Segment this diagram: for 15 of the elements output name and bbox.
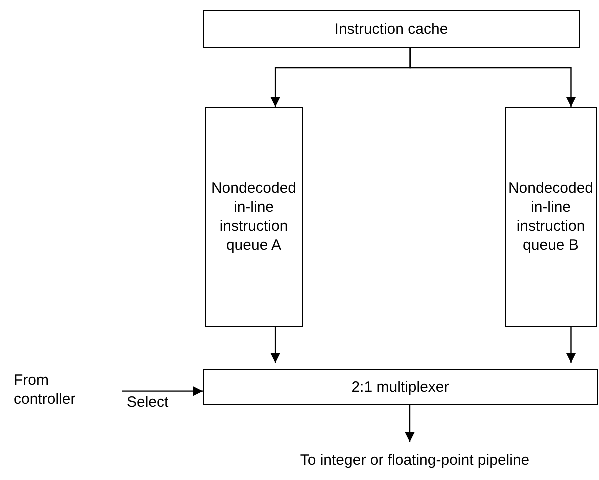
arrow xyxy=(566,327,576,363)
arrow xyxy=(270,327,281,363)
box-label: Nondecoded in-line instruction queue A xyxy=(210,179,298,255)
multiplexer-box xyxy=(203,369,598,405)
process-box xyxy=(203,10,580,48)
box-label: Instruction cache xyxy=(334,20,450,38)
arrow xyxy=(122,386,203,396)
box-label: Nondecoded in-line instruction queue B xyxy=(507,179,595,255)
queue-box xyxy=(505,107,597,327)
box-label: 2:1 multiplexer xyxy=(350,378,450,396)
input-text: From controller xyxy=(13,371,77,409)
output-text: To integer or floating-point pipeline xyxy=(299,450,531,470)
arrow xyxy=(410,48,576,107)
queue-box xyxy=(205,107,303,327)
arrow xyxy=(405,405,415,442)
